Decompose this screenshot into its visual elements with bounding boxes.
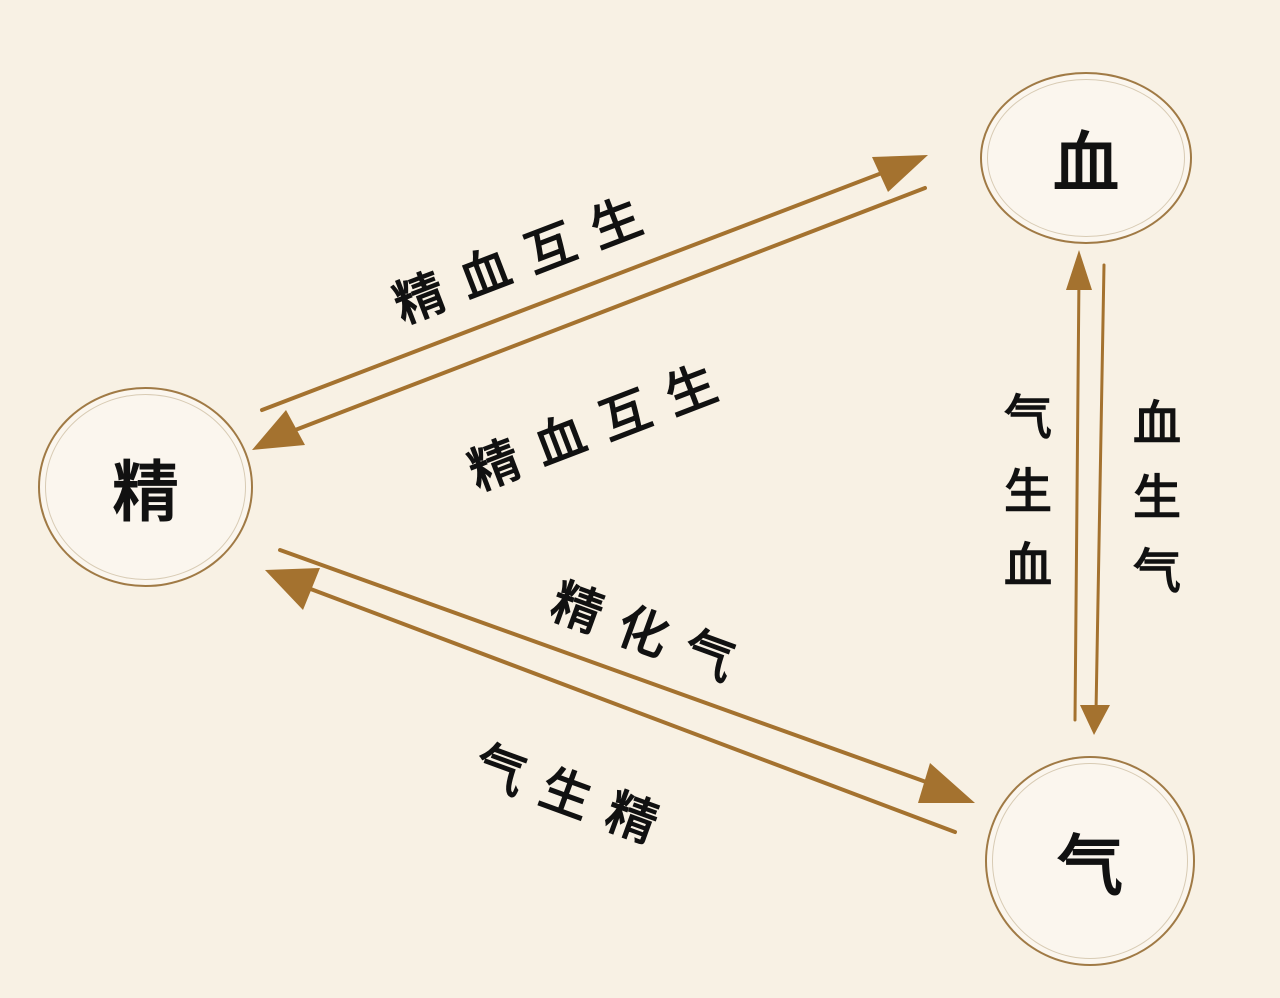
arrow-xue-to-jing [288, 186, 927, 434]
node-xue: 血 [980, 72, 1192, 244]
arrowhead-at-jing-upper [252, 410, 305, 450]
arrowhead-at-xue [872, 155, 928, 192]
arrow-xue-to-qi [1094, 263, 1106, 714]
node-xue-label: 血 [1053, 124, 1119, 202]
arrow-qi-to-xue [1073, 273, 1081, 722]
arrow-qi-to-jing [298, 583, 957, 834]
edge-label-xue-to-qi: 血生气 [1124, 398, 1180, 620]
arrow-jing-to-xue [260, 166, 897, 412]
node-jing-label: 精 [112, 453, 179, 531]
arrowhead-down-at-qi [1080, 705, 1110, 735]
arrowhead-up-at-xue [1066, 250, 1092, 290]
node-qi-label: 气 [1057, 827, 1123, 905]
arrow-jing-to-qi [278, 548, 942, 789]
arrowhead-at-jing-lower [265, 568, 320, 610]
node-jing: 精 [38, 387, 253, 587]
node-qi: 气 [985, 756, 1195, 966]
arrowhead-at-qi [918, 763, 975, 803]
edge-label-qi-to-xue: 气生血 [995, 392, 1051, 614]
